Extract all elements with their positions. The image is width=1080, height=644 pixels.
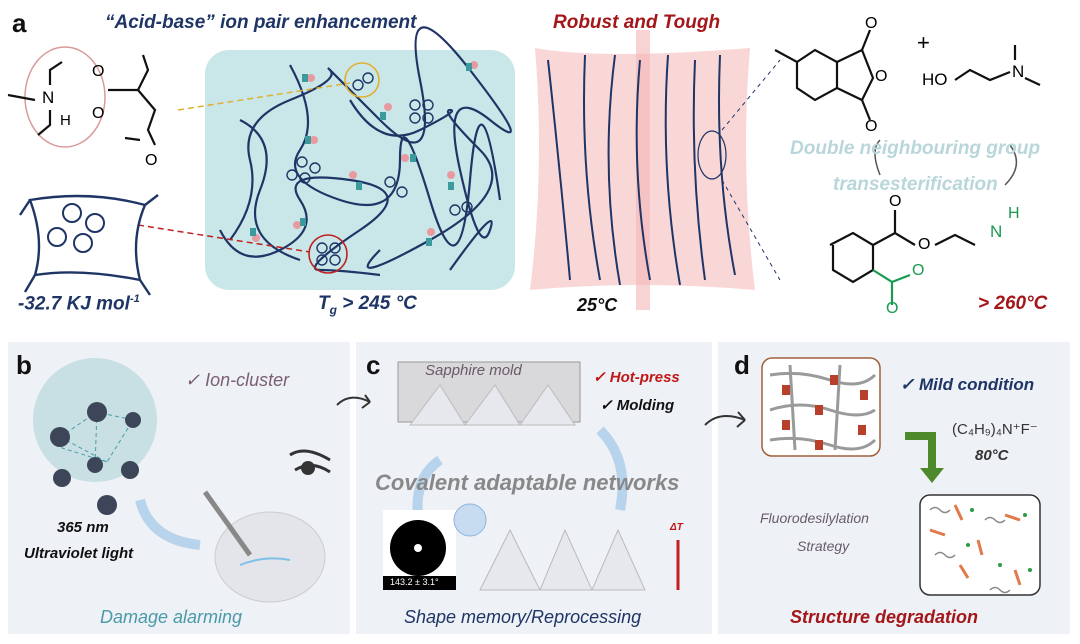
aligned-chains <box>547 54 736 286</box>
panel-d-caption: Structure degradation <box>790 607 979 627</box>
stretch-arrow <box>636 30 650 310</box>
binding-energy-value: -32.7 KJ mol <box>18 293 130 315</box>
chem-anhydride-O3: O <box>865 118 878 135</box>
plus-sign: + <box>917 30 930 55</box>
chem-anhydride-O2: O <box>875 68 888 85</box>
panel-label-d: d <box>734 350 750 380</box>
chem-atom-N: N <box>42 88 55 107</box>
binding-energy-exponent: -1 <box>129 293 140 305</box>
panel-label-a: a <box>12 8 27 38</box>
reagent-formula: (C₄H₉)₄N⁺F⁻ <box>952 421 1038 438</box>
chem-anhydride-O1: O <box>865 15 878 32</box>
strategy-line1: Fluorodesilylation <box>760 510 869 526</box>
chem-atom-H: H <box>60 112 71 129</box>
ion-cluster-mesh <box>19 194 159 296</box>
tg-subscript: g <box>329 302 337 317</box>
chem-atom-O3: O <box>145 152 158 169</box>
strategy-line2: Strategy <box>797 538 850 554</box>
ion-pair-highlight-red <box>308 234 348 274</box>
robust-title: Robust and Tough <box>553 12 721 33</box>
degradation-arrow <box>920 468 944 483</box>
binding-energy: -32.7 KJ mol-1 <box>18 293 140 315</box>
delta-t-label: ΔT <box>670 522 683 533</box>
uv-wavelength: 365 nm <box>57 519 109 536</box>
ion-pair-highlight-yellow <box>344 62 380 98</box>
arrow-c-to-d <box>704 411 746 428</box>
uv-light-label: Ultraviolet light <box>24 545 134 562</box>
ion-pair-network-box <box>205 50 515 290</box>
chem-carboxylate-O: O <box>912 262 925 279</box>
arrow-b-to-c <box>336 394 371 409</box>
chem-ester-O2: O <box>918 236 931 253</box>
chem-ammonium-H: H <box>1008 205 1020 222</box>
chem-atom-O1: O <box>92 63 105 80</box>
chem-HO: HO <box>922 70 948 89</box>
chem-ammonium-N: N <box>990 222 1003 241</box>
tg-value: > 245 °C <box>336 293 417 314</box>
mild-condition-check: ✓ Mild condition <box>900 375 1035 394</box>
chem-amine-N: N <box>1012 62 1025 81</box>
hot-press-check: ✓ Hot-press <box>593 369 680 386</box>
reaction-temp: 80°C <box>975 447 1009 464</box>
mechanism-line1: Double neighbouring group <box>790 138 1041 159</box>
panel-a-title: “Acid-base” ion pair enhancement <box>105 12 417 33</box>
contact-angle-value: 143.2 ± 3.1° <box>390 577 439 587</box>
chem-carboxylate-O2: O <box>886 300 899 317</box>
sapphire-mold-label: Sapphire mold <box>425 362 522 379</box>
panel-c-caption: Shape memory/Reprocessing <box>404 607 642 627</box>
temp-25: 25°C <box>577 295 618 315</box>
tg-symbol: T <box>318 293 330 314</box>
chem-ester-O1: O <box>889 193 902 210</box>
molding-check: ✓ Molding <box>600 397 675 414</box>
panel-label-b: b <box>16 350 32 380</box>
network-label: Covalent adaptable networks <box>375 470 680 495</box>
ion-cluster-check: ✓ Ion-cluster <box>185 370 290 390</box>
panel-label-c: c <box>366 350 381 380</box>
chem-atom-O2: O <box>92 105 105 122</box>
temp-260: > 260°C <box>978 293 1048 314</box>
glass-transition-temp: Tg > 245 °C <box>318 293 417 317</box>
mechanism-line2: transesterification <box>833 174 998 195</box>
panel-b-caption: Damage alarming <box>100 607 243 627</box>
